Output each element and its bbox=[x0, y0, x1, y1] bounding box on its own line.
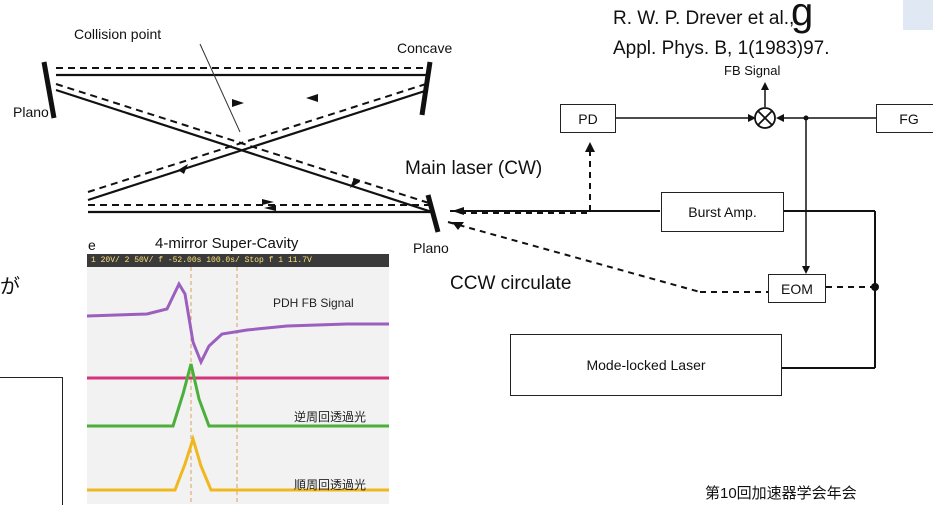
pd-box: PD bbox=[560, 104, 616, 133]
collision-pointer bbox=[199, 43, 241, 133]
mode-locked-laser-box: Mode-locked Laser bbox=[510, 334, 782, 396]
scope-traces bbox=[87, 267, 389, 504]
burst-amp-box: Burst Amp. bbox=[661, 192, 784, 232]
footer-label: 第10回加速器学会年会 bbox=[705, 485, 857, 502]
plano-mirror-left bbox=[41, 61, 57, 119]
trace-reverse bbox=[87, 363, 389, 428]
forward-label: 順周回透過光 bbox=[294, 478, 367, 492]
beam-diagonal-2 bbox=[87, 88, 429, 202]
trace-pdh bbox=[87, 280, 389, 366]
fg-box: FG bbox=[876, 104, 933, 133]
eom-box: EOM bbox=[768, 274, 826, 303]
plano-mirror-right bbox=[425, 194, 441, 233]
beam-diag-dashed-1 bbox=[55, 83, 433, 205]
trace-forward bbox=[87, 433, 389, 492]
scope-title: 4-mirror Super-Cavity bbox=[155, 235, 299, 252]
plano-left-label: Plano bbox=[13, 104, 49, 120]
scope-fragment: e bbox=[88, 237, 96, 253]
oscilloscope-panel: 1 20V/ 2 50V/ f -52.00s 100.0s/ Stop f 1… bbox=[87, 254, 389, 504]
left-text-box bbox=[0, 377, 63, 505]
concave-label: Concave bbox=[397, 40, 453, 56]
beam-diag-dashed-2 bbox=[87, 83, 427, 193]
concave-mirror bbox=[419, 61, 433, 116]
header-fragment: g bbox=[791, 0, 814, 34]
plano-right-label: Plano bbox=[413, 240, 449, 256]
reference-line-1: R. W. P. Drever et al., bbox=[613, 8, 795, 29]
fb-signal-label: FB Signal bbox=[724, 63, 781, 78]
left-text-fragment: が bbox=[0, 276, 20, 298]
slide-corner-accent bbox=[903, 0, 933, 30]
reverse-label: 逆周回透過光 bbox=[294, 410, 367, 424]
beam-diagonal-1 bbox=[55, 88, 433, 214]
pdh-label: PDH FB Signal bbox=[273, 296, 354, 310]
scope-status-bar: 1 20V/ 2 50V/ f -52.00s 100.0s/ Stop f 1… bbox=[87, 254, 389, 267]
main-laser-label: Main laser (CW) bbox=[405, 158, 543, 179]
collision-point-label: Collision point bbox=[74, 26, 162, 42]
ccw-circulate-label: CCW circulate bbox=[450, 273, 572, 294]
reference-line-2: Appl. Phys. B, 1(1983)97. bbox=[613, 38, 830, 59]
